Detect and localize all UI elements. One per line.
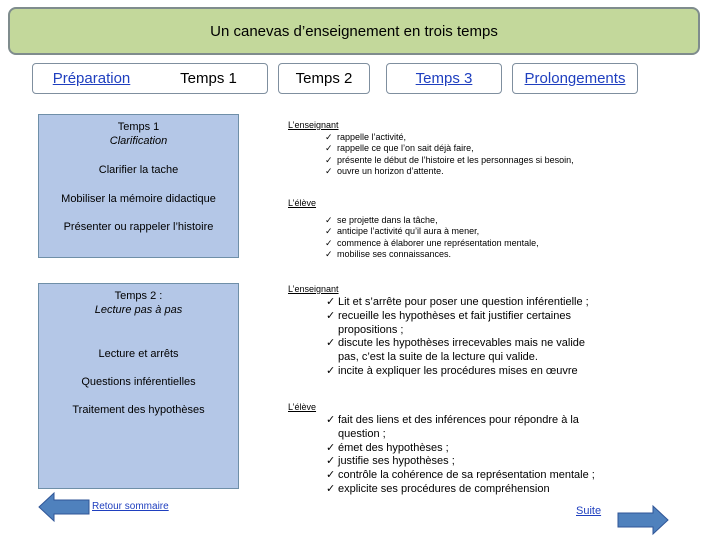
list-item: rappelle l’activité,	[325, 132, 598, 144]
nav-prolongements-label: Prolongements	[524, 70, 626, 87]
list-item: Lit et s’arrête pour poser une question …	[326, 296, 606, 310]
nav-prolongements-link[interactable]: Prolongements	[512, 63, 638, 94]
temps1-item: Présenter ou rappeler l’histoire	[63, 221, 214, 233]
page-title: Un canevas d’enseignement en trois temps	[210, 22, 498, 40]
nav-temps2-link[interactable]: Temps 2	[278, 63, 370, 94]
temps1-heading: Temps 1	[117, 121, 160, 133]
list-item: contrôle la cohérence de sa représentati…	[326, 469, 606, 483]
next-link[interactable]: Suite	[576, 505, 602, 517]
list-item: explicite ses procédures de compréhensio…	[326, 483, 606, 497]
nav-temps2-label: Temps 2	[295, 70, 353, 87]
temps2-teacher-block: L’enseignant Lit et s’arrête pour poser …	[288, 284, 618, 379]
list-item: fait des liens et des inférences pour ré…	[326, 414, 606, 442]
temps1-item: Mobiliser la mémoire didactique	[61, 193, 216, 205]
list-item: incite à expliquer les procédures mises …	[326, 365, 606, 379]
list-item: mobilise ses connaissances.	[325, 249, 598, 261]
list-item: discute les hypothèses irrecevables mais…	[326, 337, 606, 365]
temps2-item: Lecture et arrêts	[98, 348, 179, 360]
temps1-subheading: Clarification	[109, 135, 168, 147]
list-item: rappelle ce que l’on sait déjà faire,	[325, 143, 598, 155]
list-item: commence à élaborer une représentation m…	[325, 238, 598, 250]
back-to-summary-link[interactable]: Retour sommaire	[92, 501, 169, 512]
list-item: anticipe l’activité qu’il aura à mener,	[325, 226, 598, 238]
teacher-heading: L’enseignant	[288, 120, 339, 130]
temps2-item: Traitement des hypothèses	[72, 404, 205, 416]
list-item: présente le début de l’histoire et les p…	[325, 155, 598, 167]
temps1-item: Clarifier la tache	[98, 164, 179, 176]
temps2-heading: Temps 2 :	[114, 290, 163, 302]
page-title-banner: Un canevas d’enseignement en trois temps	[8, 7, 700, 55]
temps2-item: Questions inférentielles	[81, 376, 196, 388]
nav-temps3-label: Temps 3	[415, 70, 473, 87]
temps2-subheading: Lecture pas à pas	[94, 304, 183, 316]
student-heading: L’élève	[288, 402, 317, 412]
list-item: justifie ses hypothèses ;	[326, 455, 606, 469]
temps2-student-block: L’élève fait des liens et des inférences…	[288, 402, 618, 497]
nav-temps3-link[interactable]: Temps 3	[386, 63, 502, 94]
list-item: émet des hypothèses ;	[326, 442, 606, 456]
list-item: se projette dans la tâche,	[325, 215, 598, 227]
temps1-student-block: L’élève se projette dans la tâche, antic…	[288, 198, 598, 260]
teacher-heading: L’enseignant	[288, 284, 339, 294]
temps1-teacher-block: L’enseignant rappelle l’activité, rappel…	[288, 120, 598, 177]
nav-group-preparation-temps1: Préparation Temps 1	[32, 63, 268, 94]
student-heading: L’élève	[288, 198, 317, 208]
list-item: recueille les hypothèses et fait justifi…	[326, 310, 606, 338]
back-arrow-icon[interactable]	[38, 491, 90, 523]
nav-preparation-link[interactable]: Préparation	[52, 70, 131, 87]
list-item: ouvre un horizon d’attente.	[325, 166, 598, 178]
nav-temps1-link[interactable]: Temps 1	[180, 70, 237, 87]
temps2-panel: Temps 2 : Lecture pas à pas Lecture et a…	[38, 283, 239, 489]
temps1-panel: Temps 1 Clarification Clarifier la tache…	[38, 114, 239, 258]
next-arrow-icon[interactable]	[617, 504, 669, 536]
